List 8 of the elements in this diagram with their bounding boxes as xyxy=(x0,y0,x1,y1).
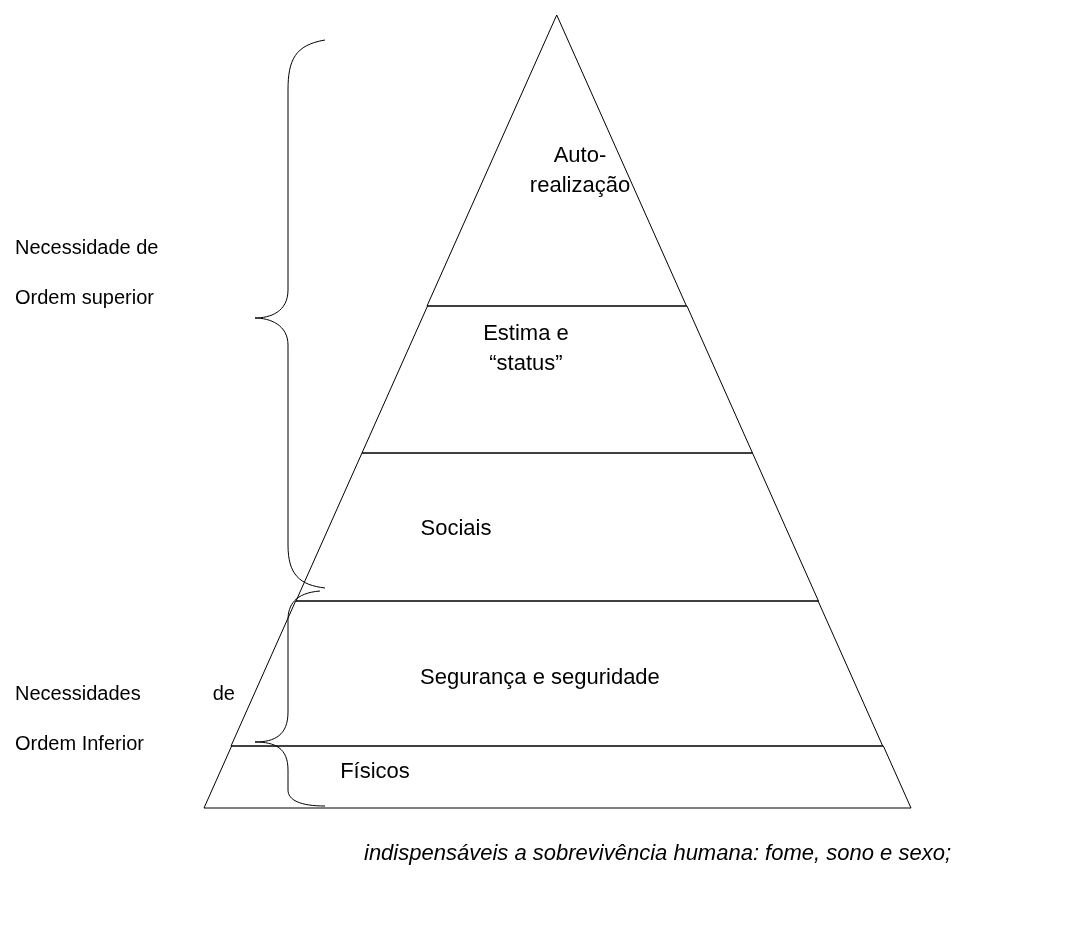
level-label: Estima e “status” xyxy=(482,319,570,377)
level-label: Físicos xyxy=(339,757,411,785)
caption: indispensáveis a sobrevivência humana: fome, sono e sexo; xyxy=(364,839,951,867)
level-label: Sociais xyxy=(419,514,493,542)
level-label: Auto- realização xyxy=(528,141,632,199)
group-label: Necessidades de Ordem Inferior xyxy=(15,681,235,756)
level-label: Segurança e seguridade xyxy=(419,663,661,691)
group-label: Necessidade de Ordem superior xyxy=(15,235,160,310)
